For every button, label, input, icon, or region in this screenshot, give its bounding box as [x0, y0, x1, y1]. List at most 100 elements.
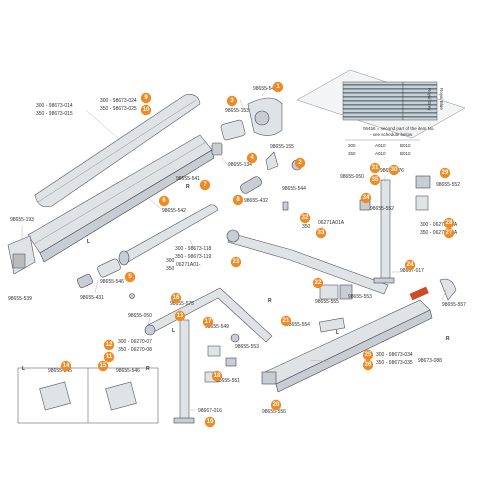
number-badge-circle	[439, 167, 451, 179]
fabric-swatch-panel: Royal Grey Royal Blue 06456 = second par…	[296, 69, 466, 156]
label-98655-155: 98655-155	[270, 144, 294, 150]
side-marker-L-2: L	[172, 328, 175, 334]
number-badge-circle	[280, 315, 292, 327]
number-badge-text: 6	[162, 198, 166, 204]
label-98655-552-b: 98655-552	[370, 206, 394, 212]
fabric-row-1-blue: B010	[400, 143, 411, 148]
label-98655-555: 98655-555	[315, 299, 339, 305]
number-badge-circle	[124, 271, 136, 283]
label-300-98673-118: 300 - 98673-118	[175, 246, 212, 252]
fabric-row-2-grey: A010	[375, 151, 386, 156]
number-badge-circle	[226, 95, 238, 107]
support-leg-right	[373, 179, 395, 284]
number-badge-circle	[362, 349, 374, 361]
number-badge-text: 22	[315, 280, 322, 286]
label-350-98673-025: 350 - 98673-025	[100, 106, 137, 112]
fabric-note-1: 06456 = second part of the item No.	[363, 126, 435, 131]
label-98655-432: 98655-432	[244, 198, 268, 204]
label-98667-017: 98667-017	[400, 268, 424, 274]
number-badge-circle	[360, 192, 372, 204]
number-badge-23: 23	[230, 256, 242, 268]
number-badge-25: 25	[362, 349, 374, 361]
number-badge-text: 28	[446, 220, 453, 226]
label-98655-552-a: 98655-552	[436, 182, 460, 188]
inset-box-end-caps	[17, 367, 159, 424]
side-marker-R-2: R	[268, 298, 272, 304]
number-badge-text: 8	[236, 197, 240, 203]
roller-tube	[118, 204, 219, 266]
rail-end-cap-red	[409, 286, 429, 301]
number-badge-4: 4	[246, 152, 258, 164]
number-badge-text: 9	[144, 95, 148, 101]
fabric-note-2: - see schedule below	[370, 132, 413, 137]
label-350-98673-119: 350 - 98673-119	[175, 254, 212, 260]
number-badge-circle	[299, 212, 311, 224]
label-350-98673-015: 350 - 98673-015	[36, 111, 73, 117]
number-badge-15: 15	[97, 360, 109, 372]
label-98655-575: 98655-575	[170, 301, 194, 307]
number-badge-circle	[312, 277, 324, 289]
label-06271A01A: 06271A01A	[318, 220, 345, 226]
lower-arm	[144, 287, 273, 343]
number-badge-text: 19	[207, 419, 214, 425]
side-marker-R-3: R	[146, 366, 150, 372]
number-badge-circle	[199, 179, 211, 191]
fabric-row-2-code: 350	[348, 151, 356, 156]
number-badge-circle	[362, 359, 374, 371]
label-98655-551: 98655-551	[216, 378, 240, 384]
number-badge-text: 10	[143, 107, 150, 113]
number-badge-text: 15	[100, 363, 107, 369]
number-badge-21: 21	[280, 315, 292, 327]
number-badge-circle	[211, 370, 223, 382]
side-marker-R-1: R	[186, 184, 190, 190]
label-98655-050-a: 98655-050	[128, 313, 152, 319]
label-98655-546: 98655-546	[100, 279, 124, 285]
number-badge-12: 12	[103, 339, 115, 351]
number-badge-text: 20	[273, 402, 280, 408]
number-badge-circle	[272, 81, 284, 93]
number-badge-10: 10	[140, 104, 152, 116]
number-badge-circle	[140, 104, 152, 116]
number-badge-circle	[174, 310, 186, 322]
support-leg-left	[173, 319, 195, 424]
label-350-arm-a: 350	[302, 224, 311, 230]
number-badge-22: 22	[312, 277, 324, 289]
upper-arm	[226, 229, 389, 295]
number-badge-circle	[60, 360, 72, 372]
label-98655-542: 98655-542	[162, 208, 186, 214]
number-badge-7: 7	[199, 179, 211, 191]
number-badge-text: 12	[106, 342, 113, 348]
label-300-06270-07: 300 - 06270-07	[118, 339, 152, 345]
number-badge-text: 24	[407, 262, 414, 268]
fabric-swatch-grey	[342, 81, 404, 121]
number-badge-text: 31	[372, 165, 379, 171]
number-badge-circle	[232, 194, 244, 206]
number-badge-16: 16	[170, 292, 182, 304]
label-98667-016: 98667-016	[198, 408, 222, 414]
number-badge-circle	[443, 217, 455, 229]
fabric-row-1-code: 300	[348, 143, 356, 148]
number-badge-text: 32	[302, 215, 309, 221]
fabric-swatch-blue	[402, 81, 438, 121]
label-98655-549: 98655-549	[205, 324, 229, 330]
number-badge-circle	[388, 164, 400, 176]
number-badge-circle	[315, 227, 327, 239]
label-98655-556: 98655-556	[262, 409, 286, 415]
number-badge-circle	[443, 227, 455, 239]
number-badge-circle	[246, 152, 258, 164]
side-marker-L-1: L	[87, 239, 90, 245]
side-marker-L-3: L	[22, 366, 25, 372]
number-badge-text: 5	[128, 274, 132, 280]
number-badge-29: 29	[439, 167, 451, 179]
number-badge-text: 11	[106, 354, 113, 360]
label-98655-134: 98655-134	[228, 162, 252, 168]
number-badge-text: 17	[205, 319, 212, 325]
number-badge-14: 14	[60, 360, 72, 372]
end-cap-left	[7, 235, 36, 275]
number-badge-text: 3	[230, 98, 234, 104]
number-badge-circle	[103, 351, 115, 363]
number-badge-31: 31	[369, 162, 381, 174]
number-badge-32: 32	[299, 212, 311, 224]
